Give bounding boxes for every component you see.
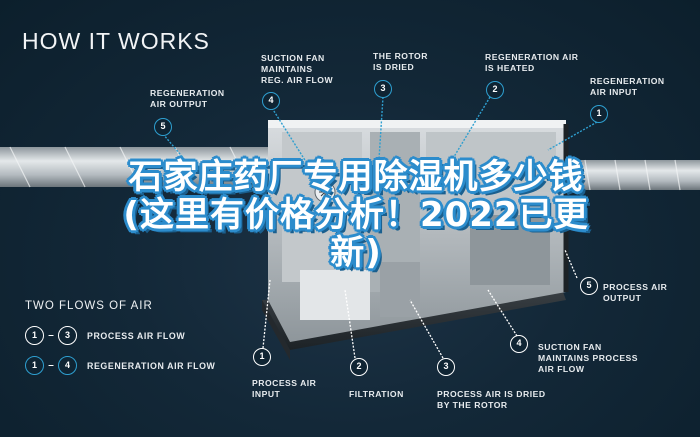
callout-reg-air-input-label: REGENERATION AIR INPUT <box>590 76 665 97</box>
callout-reg-air-heated-label: REGENERATION AIR IS HEATED <box>485 52 579 73</box>
legend-item-process: 1 – 3 PROCESS AIR FLOW <box>25 326 185 345</box>
page-title: HOW IT WORKS <box>22 28 210 54</box>
legend-badge-to: 3 <box>58 326 77 345</box>
process-leader-lines <box>262 249 578 359</box>
callout-rotor-dried-label: THE ROTOR IS DRIED <box>373 51 428 72</box>
legend-badge-from: 1 <box>25 356 44 375</box>
callout-badge-reg-5: 5 <box>154 118 172 136</box>
legend-title: TWO FLOWS OF AIR <box>25 300 153 312</box>
legend-dash: – <box>48 360 54 371</box>
legend-item-regeneration: 1 – 4 REGENERATION AIR FLOW <box>25 356 215 375</box>
callout-badge-process-1: 1 <box>253 348 271 366</box>
callout-suction-fan-process-label: SUCTION FAN MAINTAINS PROCESS AIR FLOW <box>538 342 639 374</box>
callout-regeneration-air-output-label: REGENERATION AIR OUTPUT <box>150 88 225 109</box>
callout-badge-process-3: 3 <box>437 358 455 376</box>
left-air-duct <box>0 146 280 188</box>
right-air-duct <box>560 159 700 191</box>
callout-filtration-label: FILTRATION <box>349 389 404 399</box>
callout-process-air-input-label: PROCESS AIR INPUT <box>252 378 317 399</box>
callout-process-air-dried-label: PROCESS AIR IS DRIED BY THE ROTOR <box>437 389 546 410</box>
callout-badge-process-4: 4 <box>510 335 528 353</box>
callout-badge-reg-2: 2 <box>486 81 504 99</box>
callout-badge-reg-3: 3 <box>374 80 392 98</box>
legend-badge-to: 4 <box>58 356 77 375</box>
callout-badge-reg-4: 4 <box>262 92 280 110</box>
callout-process-air-output-label: PROCESS AIR OUTPUT <box>603 282 668 303</box>
legend-label: REGENERATION AIR FLOW <box>87 360 216 371</box>
legend-dash: – <box>48 330 54 341</box>
callout-badge-process-2: 2 <box>350 358 368 376</box>
overlay-headline: 石家庄药厂专用除湿机多少钱(这里有价格分析！2022已更新) <box>123 157 589 273</box>
callout-suction-fan-reg-label: SUCTION FAN MAINTAINS REG. AIR FLOW <box>261 53 334 85</box>
legend-label: PROCESS AIR FLOW <box>87 330 186 341</box>
regeneration-leader-lines <box>162 96 598 176</box>
callout-badge-process-5: 5 <box>580 277 598 295</box>
legend-badge-from: 1 <box>25 326 44 345</box>
callout-badge-reg-1: 1 <box>590 105 608 123</box>
